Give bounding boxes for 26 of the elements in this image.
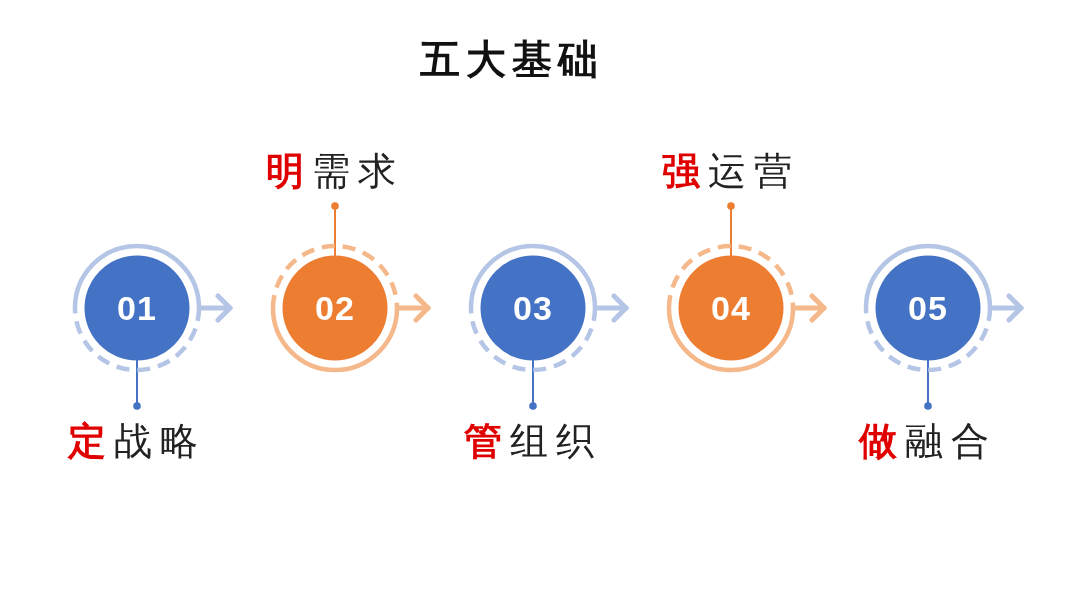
- numbered-circle: [71, 242, 203, 374]
- leader-line: [529, 359, 537, 410]
- arrow: [594, 293, 629, 323]
- leader-line: [924, 359, 932, 410]
- diagram-title: 五大基础: [420, 36, 604, 82]
- step-label: 定战略: [68, 420, 206, 462]
- leader-line: [727, 202, 735, 257]
- step-label: 强运营: [662, 150, 800, 192]
- step-label: 管组织: [464, 420, 602, 462]
- numbered-circle: [665, 242, 797, 374]
- arrow: [396, 293, 431, 323]
- step-number: 02: [315, 289, 355, 327]
- numbered-circle: [269, 242, 401, 374]
- numbered-circle: [467, 242, 599, 374]
- arrow: [792, 293, 827, 323]
- step-number: 05: [908, 289, 948, 327]
- step-number: 03: [513, 289, 553, 327]
- step-label: 明需求: [266, 150, 404, 192]
- arrow: [989, 293, 1024, 323]
- step-number: 01: [117, 289, 157, 327]
- arrow: [198, 293, 233, 323]
- leader-line: [133, 359, 141, 410]
- step-label: 做融合: [859, 420, 997, 462]
- numbered-circle: [862, 242, 994, 374]
- leader-line: [331, 202, 339, 257]
- step-number: 04: [711, 289, 751, 327]
